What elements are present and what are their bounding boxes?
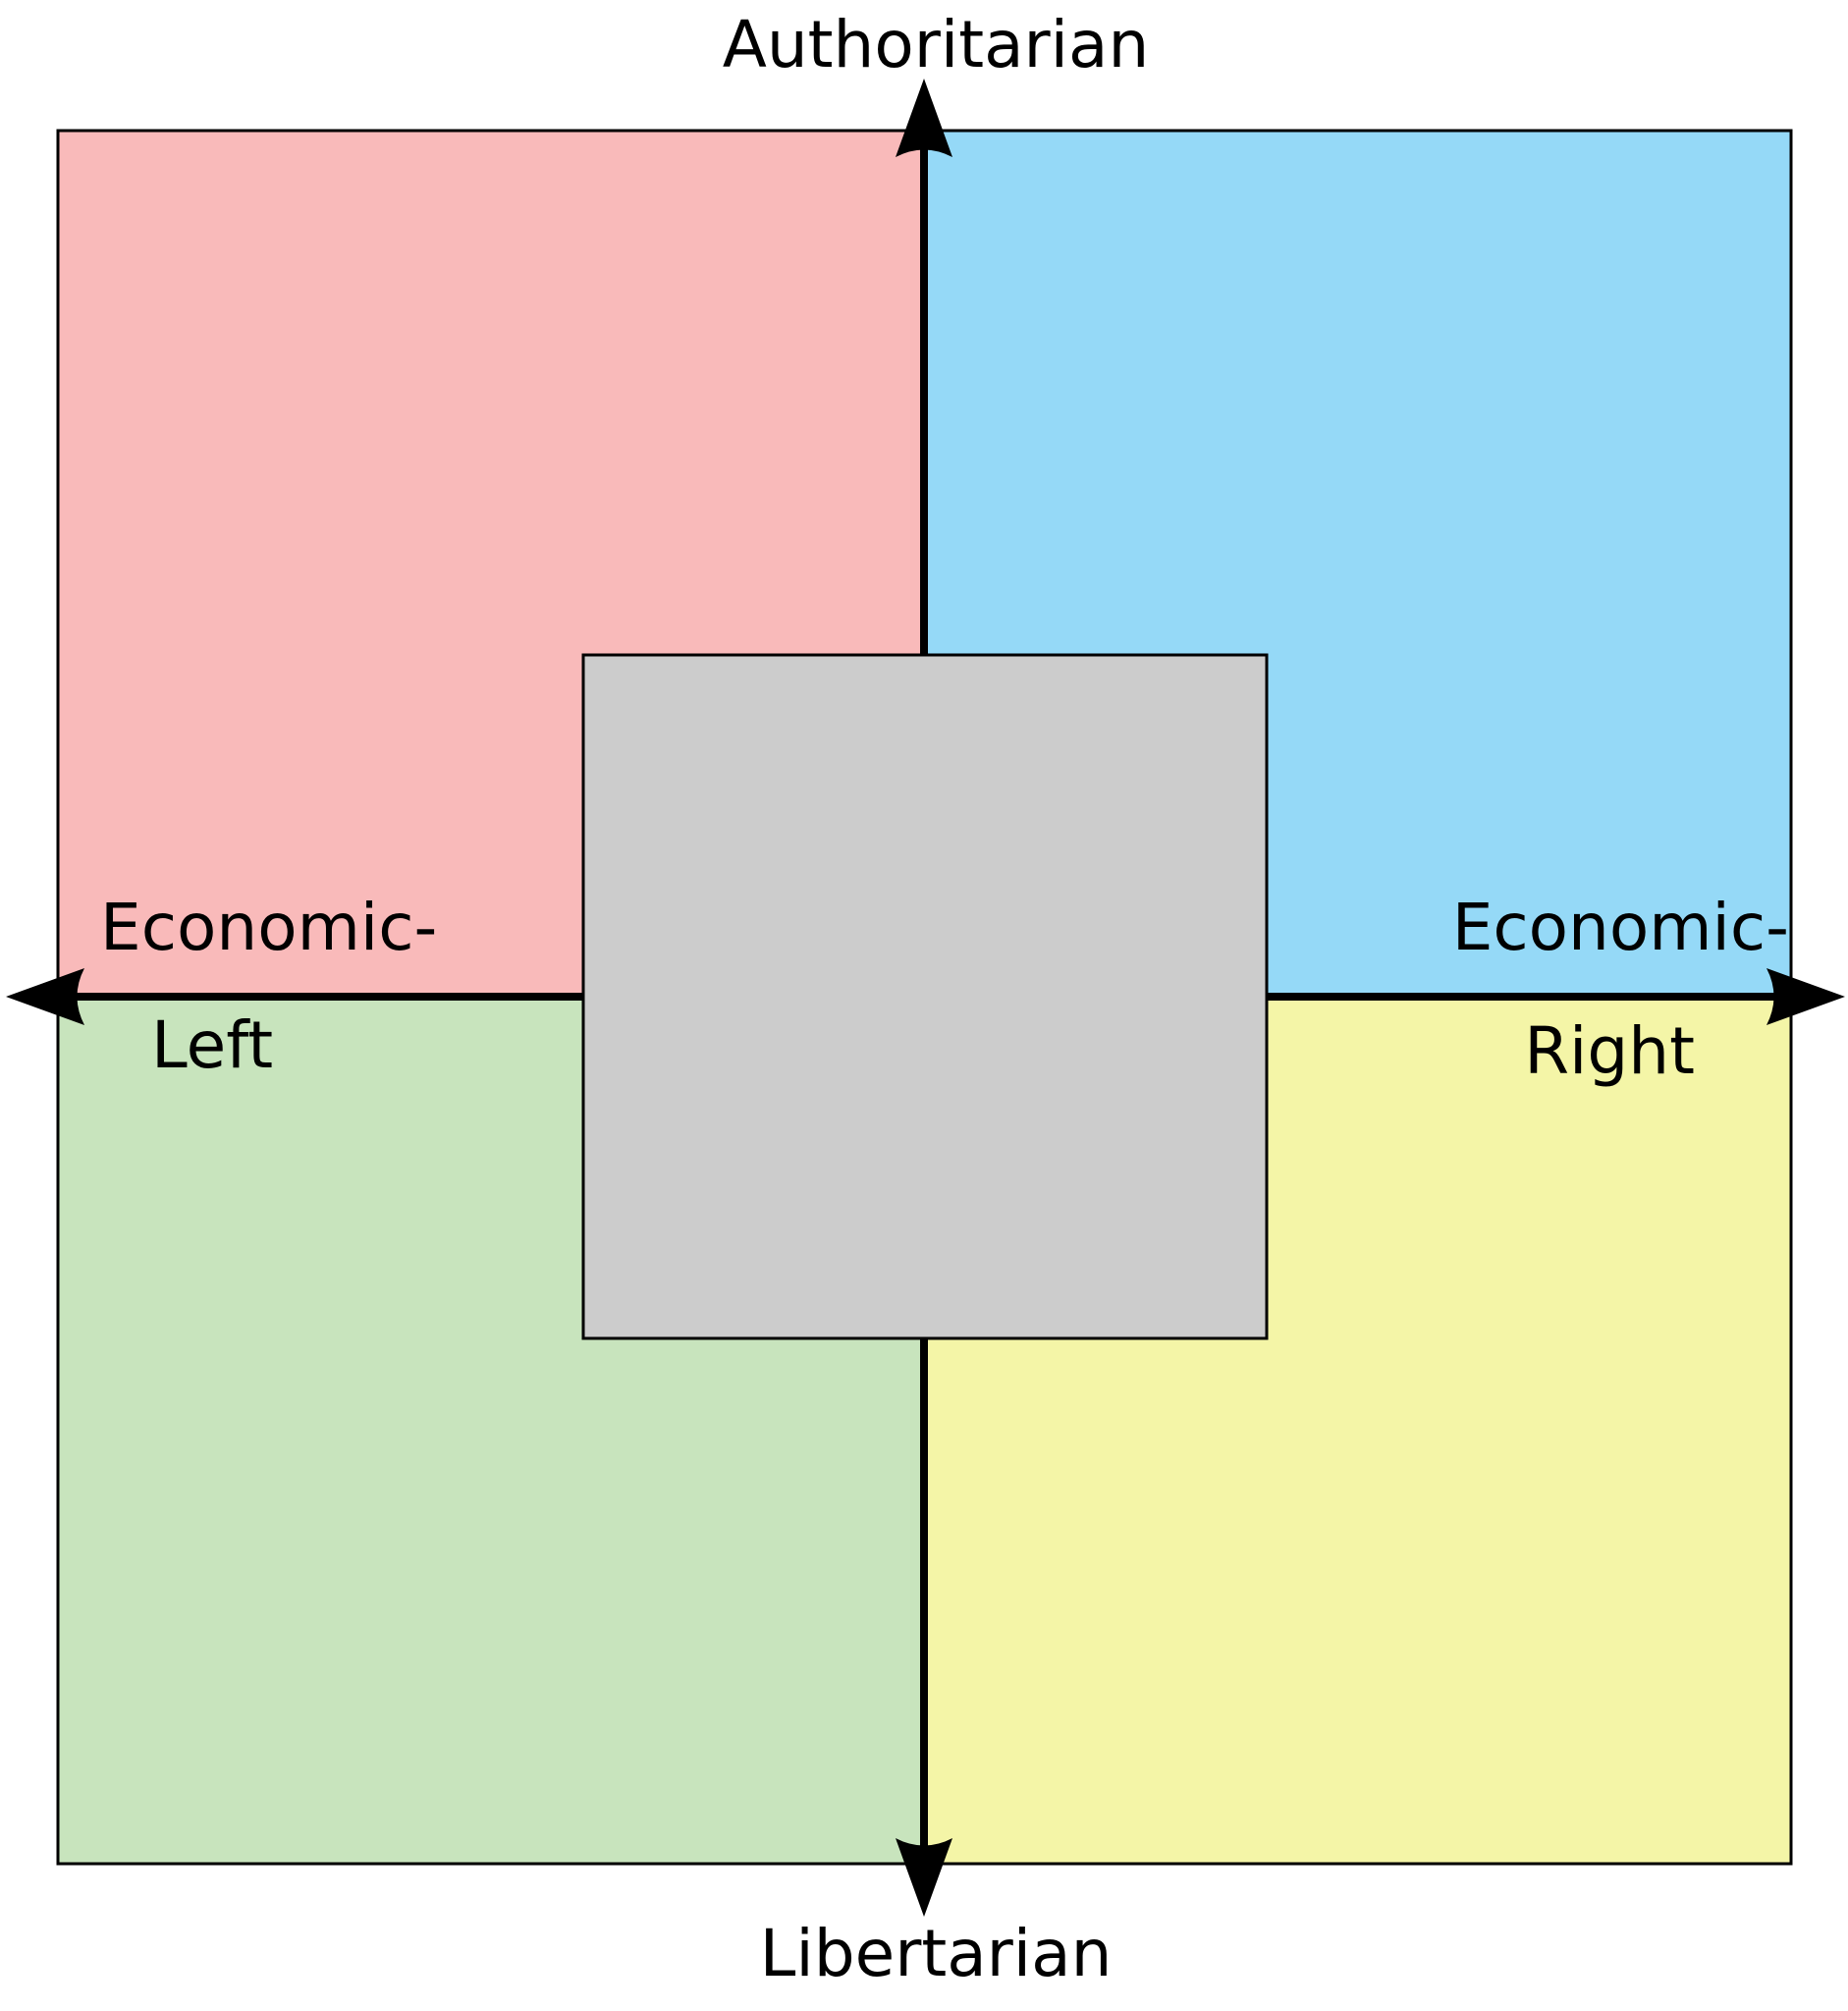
label-libertarian: Libertarian bbox=[760, 1916, 1113, 1991]
center-square bbox=[581, 653, 1269, 1340]
label-economic-left-line2: Left bbox=[151, 1007, 273, 1083]
label-economic-right-line2: Right bbox=[1524, 1013, 1695, 1089]
label-authoritarian: Authoritarian bbox=[723, 7, 1150, 82]
arrow-up-icon bbox=[896, 79, 952, 157]
label-economic-right-line1: Economic- bbox=[1452, 890, 1789, 965]
arrow-left-icon bbox=[6, 968, 84, 1025]
label-economic-left-line1: Economic- bbox=[100, 890, 437, 965]
arrow-down-icon bbox=[896, 1838, 952, 1917]
arrow-right-icon bbox=[1766, 968, 1845, 1025]
